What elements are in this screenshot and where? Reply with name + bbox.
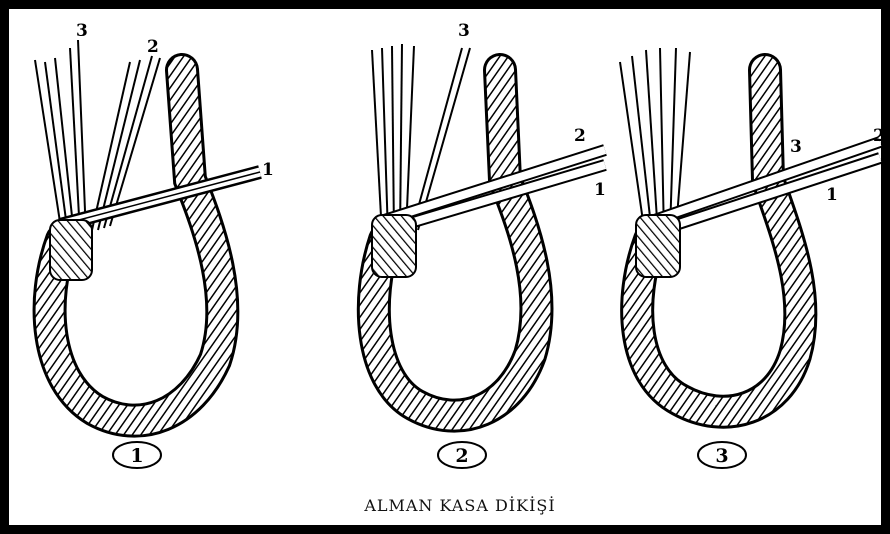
panel-3: 3 2 1 3: [620, 48, 885, 468]
strand-label-2: 2: [873, 126, 885, 146]
strand-label-1: 1: [262, 160, 274, 180]
panel-caption-1: 1: [130, 445, 143, 467]
strand-label-3: 3: [76, 21, 88, 41]
strand-label-2: 2: [147, 37, 159, 57]
panel-caption-2: 2: [455, 445, 468, 467]
strand-label-1: 1: [594, 180, 606, 200]
diagram-title: ALMAN KASA DİKİŞİ: [363, 495, 555, 515]
panel-2: 3 2 1 2: [372, 21, 606, 468]
strand-label-2: 2: [574, 126, 586, 146]
panel-1: 3 2 1 1: [35, 21, 274, 468]
panel-caption-3: 3: [715, 445, 728, 467]
strand-label-1: 1: [826, 185, 838, 205]
strand-label-3: 3: [790, 137, 802, 157]
strand-label-3: 3: [458, 21, 470, 41]
